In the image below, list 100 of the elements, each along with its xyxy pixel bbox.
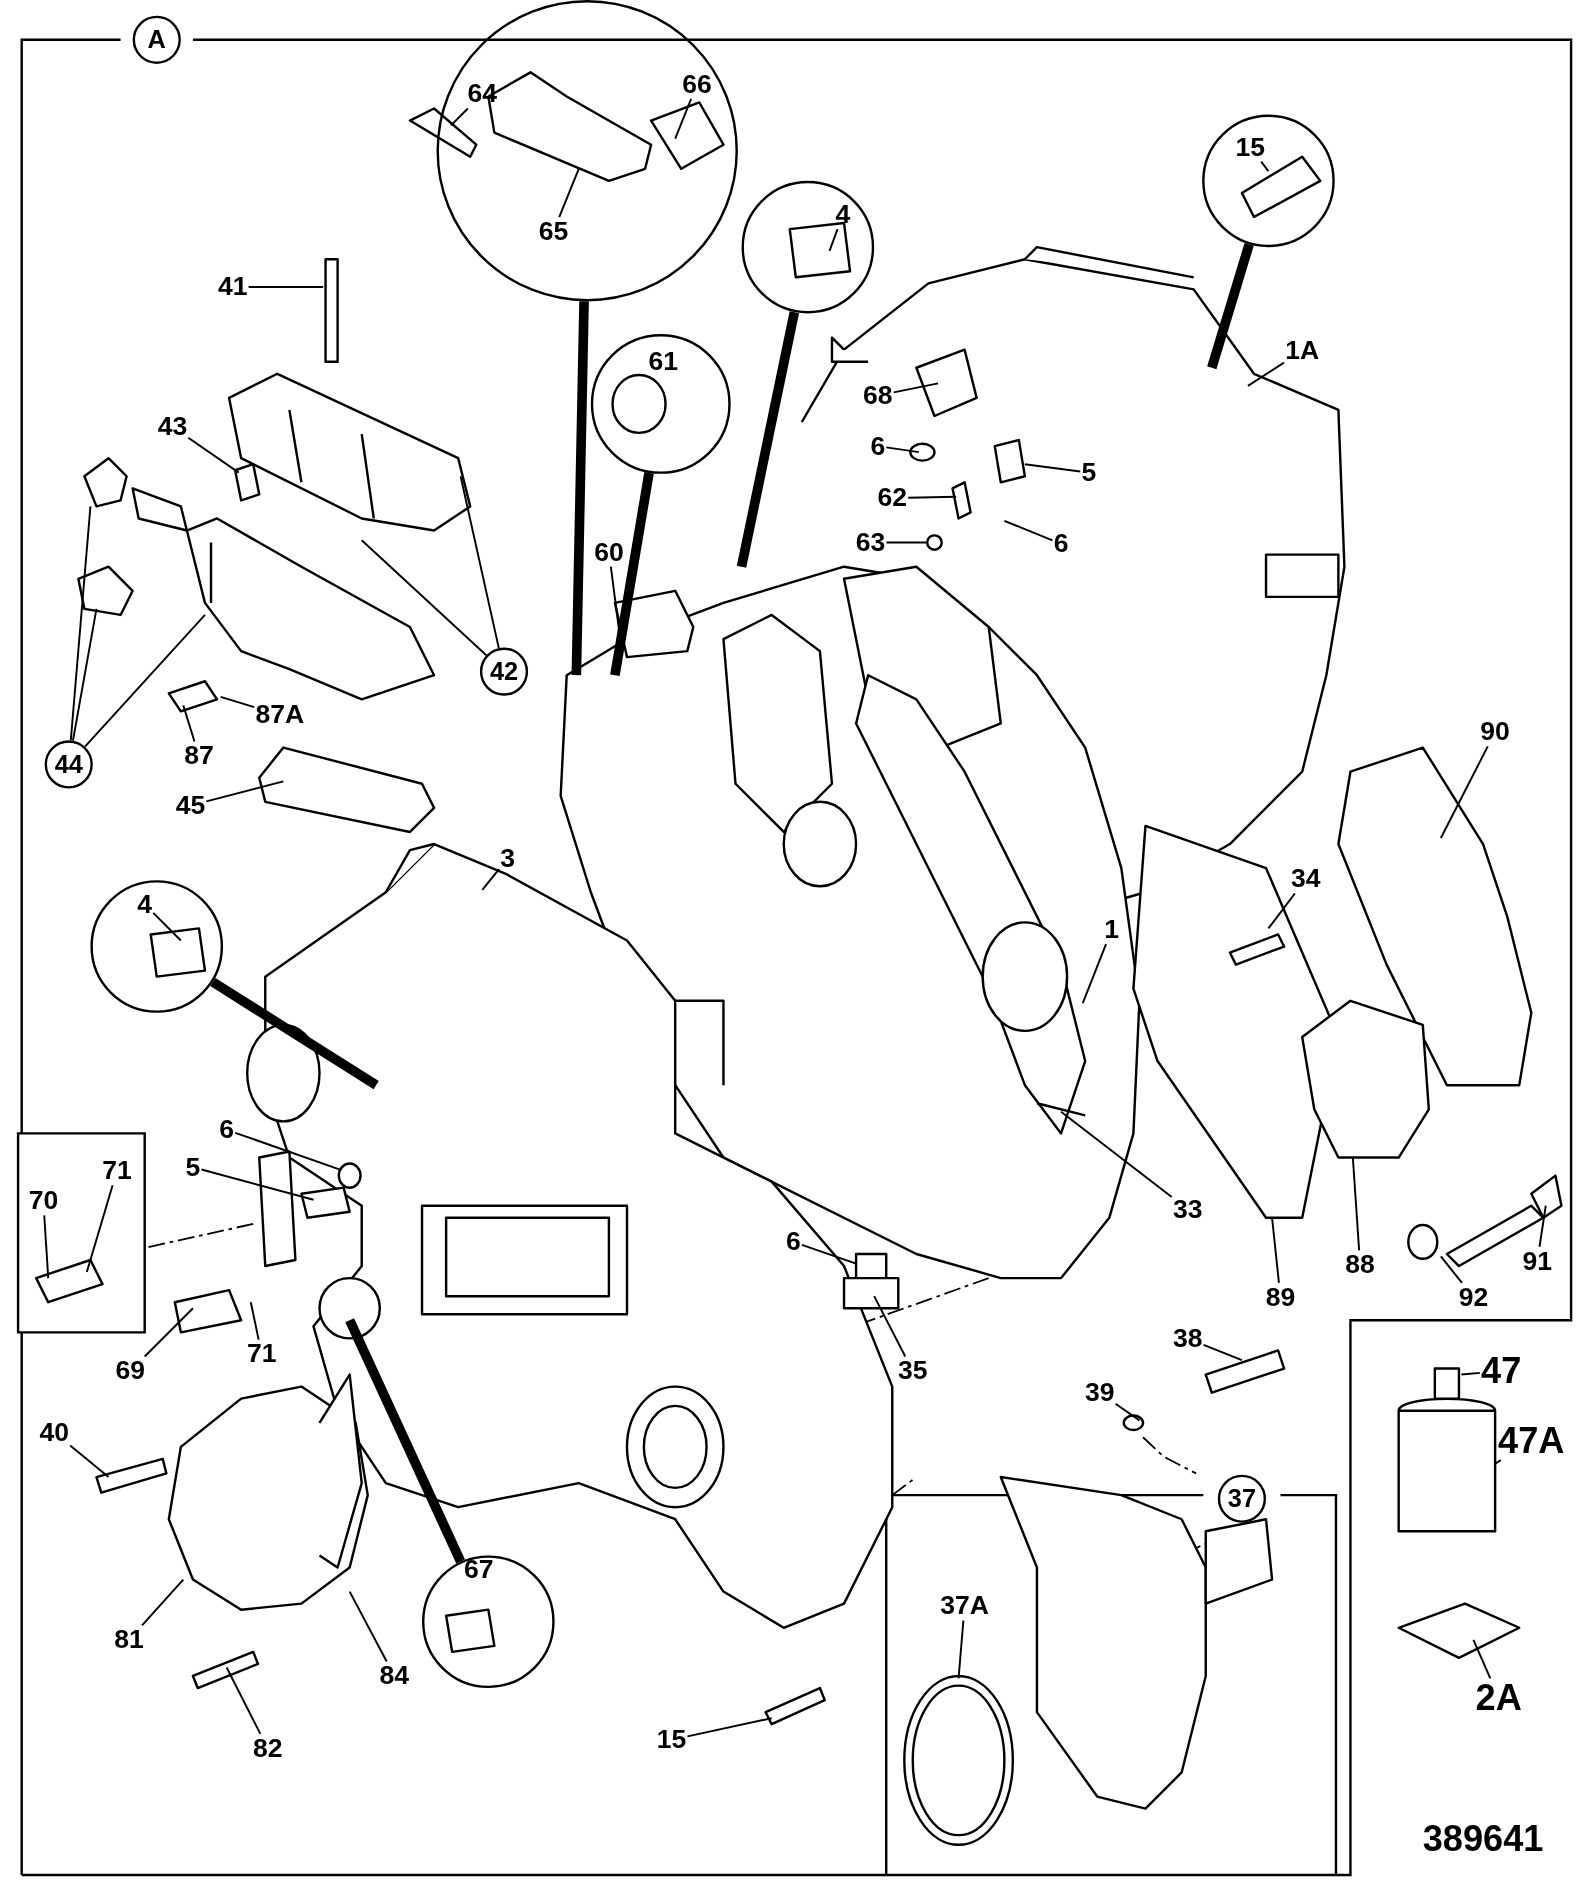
leader-line [152, 911, 182, 942]
leader-line [674, 97, 693, 140]
callout-number: 69 [114, 1356, 147, 1386]
callout-number: 47A [1496, 1421, 1566, 1461]
leader-line [247, 286, 325, 288]
leader-line [736, 311, 800, 568]
callout-number: 43 [156, 412, 189, 442]
callout-number: 70 [27, 1186, 60, 1216]
callout-number: 82 [251, 1733, 284, 1763]
leader-line [957, 1619, 965, 1680]
callout-number: 60 [592, 537, 625, 567]
leader-line [1267, 892, 1296, 930]
callout-number: 65 [537, 217, 570, 246]
callout-number: 4 [136, 889, 154, 919]
callout-number: 3 [499, 844, 517, 873]
leader-line [907, 495, 958, 499]
callout-number: 84 [378, 1661, 411, 1691]
leader-line [1114, 1402, 1141, 1422]
callout-number: 2A [1474, 1678, 1524, 1717]
leader-line [610, 472, 654, 677]
callout-number: 68 [861, 381, 894, 410]
detail-circle [1202, 114, 1335, 248]
leader-line [885, 541, 927, 544]
leader-line [1351, 1156, 1361, 1252]
leader-line [459, 475, 500, 650]
detail-circle [741, 180, 875, 314]
callout-number: 6 [784, 1227, 802, 1257]
callout-number: 1A [1284, 336, 1321, 366]
leader-line [225, 1666, 262, 1735]
callout-number: 64 [466, 79, 499, 109]
leader-line [1439, 745, 1489, 839]
detail-circle [422, 1555, 555, 1689]
leader-line [1202, 1343, 1243, 1362]
detail-circle [90, 880, 224, 1013]
callout-number: 91 [1521, 1246, 1554, 1276]
callout-number: 5 [1080, 458, 1098, 488]
leader-line [345, 1318, 465, 1564]
leader-line [69, 505, 92, 742]
leader-line [84, 613, 206, 748]
leader-line [1472, 1638, 1492, 1680]
callout-number: 38 [1171, 1323, 1204, 1353]
callout-number: 89 [1264, 1282, 1297, 1312]
leader-line [885, 446, 920, 454]
callout-number: 67 [462, 1555, 495, 1585]
leader-line [800, 1243, 858, 1265]
leader-line [249, 1301, 260, 1341]
leader-line [234, 1131, 341, 1171]
leader-line [182, 704, 196, 743]
leader-line [558, 167, 580, 218]
leader-line [686, 1717, 773, 1738]
callout-number: 88 [1344, 1250, 1377, 1280]
leader-line [187, 436, 240, 474]
leader-line [69, 1444, 110, 1478]
leader-line [1460, 1371, 1481, 1376]
leader-line [1260, 160, 1270, 173]
leader-line [1271, 1216, 1280, 1284]
callout-number: 62 [876, 483, 909, 513]
leader-line [873, 1295, 907, 1358]
leader-line [1060, 1110, 1173, 1199]
leader-line [828, 228, 839, 252]
callout-number: 6 [218, 1115, 236, 1145]
leader-line [348, 1590, 388, 1663]
leader-line [200, 1168, 315, 1201]
callout-number: 33 [1171, 1194, 1204, 1224]
leader-line [219, 695, 256, 709]
callout-number: 6 [869, 431, 887, 461]
callout-number: 45 [174, 790, 207, 820]
callout-number: 87A [254, 700, 306, 730]
leader-line [43, 1214, 50, 1280]
circled-callout: A [132, 15, 181, 64]
leader-line [85, 1184, 114, 1274]
leader-line [1494, 1459, 1502, 1465]
callout-number: 81 [113, 1625, 145, 1655]
callout-number: 34 [1289, 864, 1322, 894]
detail-circle [590, 334, 731, 474]
detail-circle [436, 0, 738, 302]
leader-line [571, 301, 589, 676]
callout-number: 61 [647, 347, 680, 377]
leader-line [1003, 519, 1054, 542]
leader-line [141, 1578, 185, 1627]
callout-number: 15 [1234, 132, 1267, 162]
leader-line [1538, 1204, 1547, 1248]
callout-number: 47 [1479, 1351, 1523, 1391]
callout-number: 92 [1457, 1282, 1490, 1312]
circled-callout: 42 [479, 647, 529, 696]
leader-line [1023, 463, 1082, 473]
leader-line [72, 607, 98, 742]
callout-number: 4 [834, 200, 852, 230]
leader-line [210, 977, 379, 1090]
callout-number: 71 [101, 1156, 133, 1186]
leader-line [1439, 1255, 1463, 1284]
leader-line [450, 107, 469, 127]
circled-callout: 44 [44, 740, 93, 789]
callout-number: 1 [1103, 915, 1121, 945]
leader-line [1081, 943, 1107, 1005]
callout-number: 63 [854, 528, 887, 558]
callout-number: 15 [655, 1725, 688, 1755]
leader-line [205, 780, 285, 803]
leader-line [1207, 242, 1254, 370]
leader-line [892, 382, 940, 394]
